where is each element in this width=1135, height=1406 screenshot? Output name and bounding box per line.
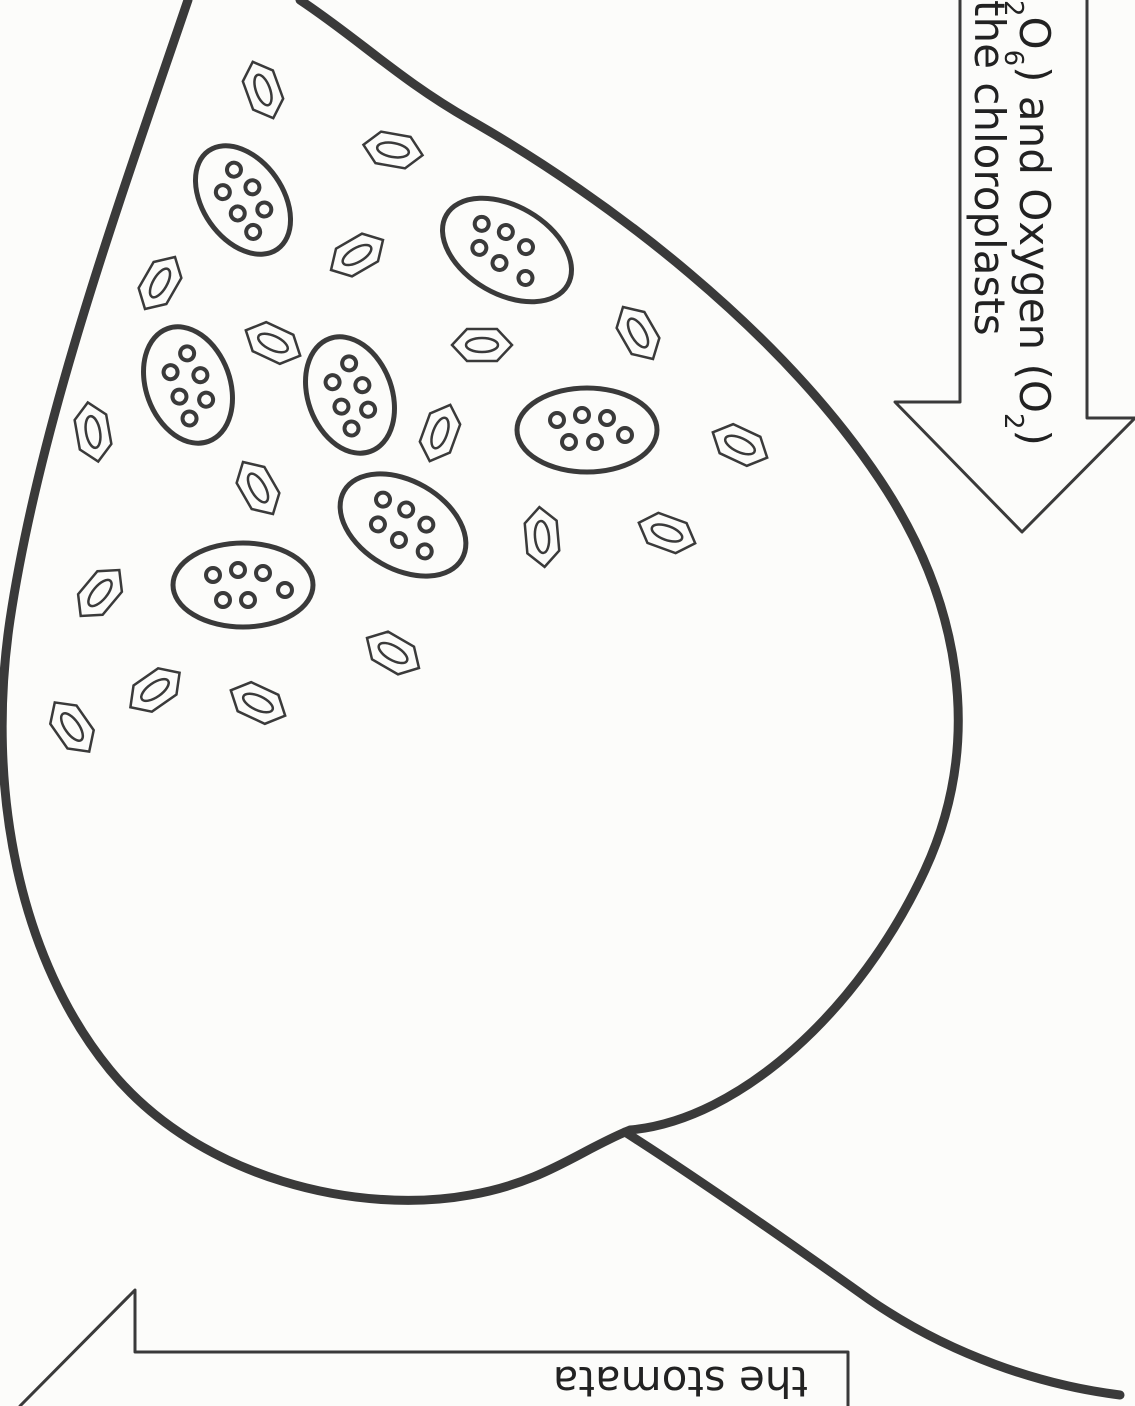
stoma — [706, 418, 774, 472]
stoma — [42, 693, 103, 761]
chloroplast — [424, 177, 589, 323]
stoma — [609, 299, 667, 367]
chloroplast — [173, 543, 313, 627]
chloroplast — [517, 388, 657, 472]
stoma — [131, 249, 189, 317]
chloroplasts — [128, 128, 657, 627]
chloroplast — [128, 314, 248, 455]
stoma — [415, 399, 466, 466]
chloroplast — [290, 324, 410, 465]
arrow-bottom-label: the stomata — [553, 1357, 808, 1406]
stoma — [239, 316, 307, 370]
stoma — [224, 676, 292, 730]
stoma — [361, 129, 426, 171]
stoma — [323, 226, 391, 284]
stoma — [452, 329, 512, 361]
stoma — [121, 660, 189, 721]
stoma — [633, 508, 700, 559]
stoma — [229, 454, 287, 522]
arrow-bottom-left: the stomata — [20, 1290, 848, 1406]
arrow-top-right: 2O6) and Oxygen (O2) the chloroplasts — [895, 0, 1135, 532]
stoma — [523, 506, 560, 569]
stoma — [238, 56, 289, 123]
chloroplast — [322, 453, 484, 597]
stoma — [72, 400, 114, 465]
stoma — [359, 624, 427, 682]
chloroplast — [176, 128, 310, 272]
arrow-top-label-line2: the chloroplasts — [965, 0, 1014, 336]
leaf-outline — [2, 0, 1120, 1395]
stoma — [68, 560, 131, 627]
